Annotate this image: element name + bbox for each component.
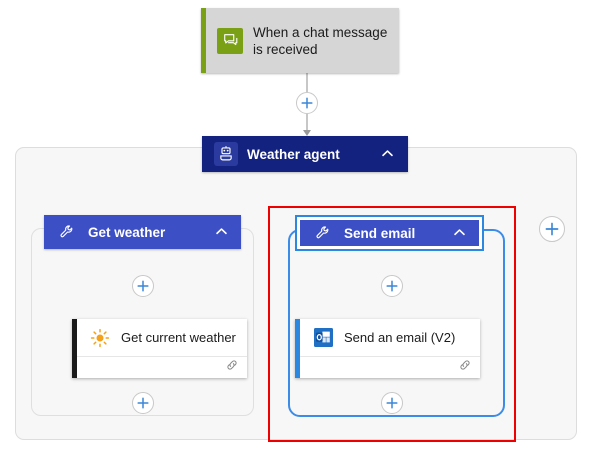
plus-icon (386, 280, 398, 292)
tool-node-get-weather[interactable]: Get weather (44, 215, 241, 249)
plus-icon (301, 97, 313, 109)
plus-icon (545, 222, 559, 236)
plus-icon (137, 397, 149, 409)
plus-icon (137, 280, 149, 292)
action-card-get-current-weather[interactable]: Get current weather (72, 319, 247, 378)
trigger-node-chat-message[interactable]: When a chat message is received (201, 8, 399, 73)
add-action-below-send-an-email-button[interactable] (381, 392, 403, 414)
action-card-footer (300, 356, 480, 378)
add-action-below-get-current-weather-button[interactable] (132, 392, 154, 414)
robot-icon (214, 142, 238, 166)
add-action-in-send-email-button[interactable] (381, 275, 403, 297)
add-action-in-get-weather-button[interactable] (132, 275, 154, 297)
wrench-icon (55, 220, 79, 244)
outlook-icon (312, 327, 334, 349)
chevron-up-icon[interactable] (452, 225, 468, 241)
tool-label-send-email: Send email (344, 225, 416, 241)
wrench-icon (311, 221, 335, 245)
action-card-send-an-email-v2[interactable]: Send an email (V2) (295, 319, 480, 378)
action-card-footer (77, 356, 247, 378)
link-icon[interactable] (458, 358, 472, 377)
tool-node-send-email[interactable]: Send email (295, 215, 484, 251)
trigger-label: When a chat message is received (253, 24, 388, 57)
action-card-header: Get current weather (77, 319, 247, 356)
sun-icon (89, 327, 111, 349)
action-label-get-current-weather: Get current weather (121, 330, 236, 345)
link-icon[interactable] (225, 358, 239, 377)
action-label-send-an-email: Send an email (V2) (344, 330, 456, 345)
chevron-up-icon[interactable] (380, 146, 396, 162)
agent-node-weather-agent[interactable]: Weather agent (202, 136, 408, 172)
chevron-up-icon[interactable] (214, 224, 230, 240)
action-card-header: Send an email (V2) (300, 319, 480, 356)
plus-icon (386, 397, 398, 409)
chat-bubble-icon (217, 27, 243, 54)
agent-label: Weather agent (247, 146, 340, 162)
tool-label-get-weather: Get weather (88, 224, 166, 240)
add-step-after-trigger-button[interactable] (296, 92, 318, 114)
annotation-highlight-rectangle (268, 206, 516, 442)
add-tool-button[interactable] (539, 216, 565, 242)
